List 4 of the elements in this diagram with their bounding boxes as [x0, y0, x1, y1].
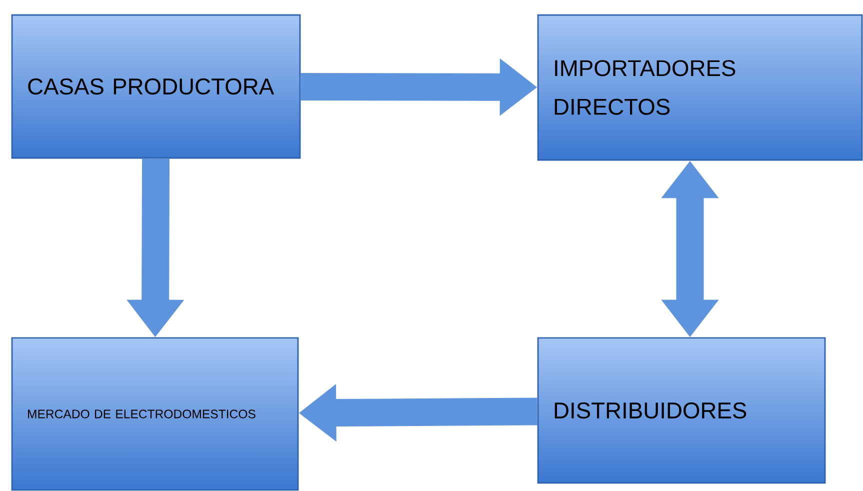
process-box: CASAS PRODUCTORA [11, 14, 301, 159]
process-box: DISTRIBUIDORES [537, 337, 826, 484]
process-box: MERCADO DE ELECTRODOMESTICOS [11, 337, 299, 491]
process-box: IMPORTADORES DIRECTOS [537, 14, 863, 161]
